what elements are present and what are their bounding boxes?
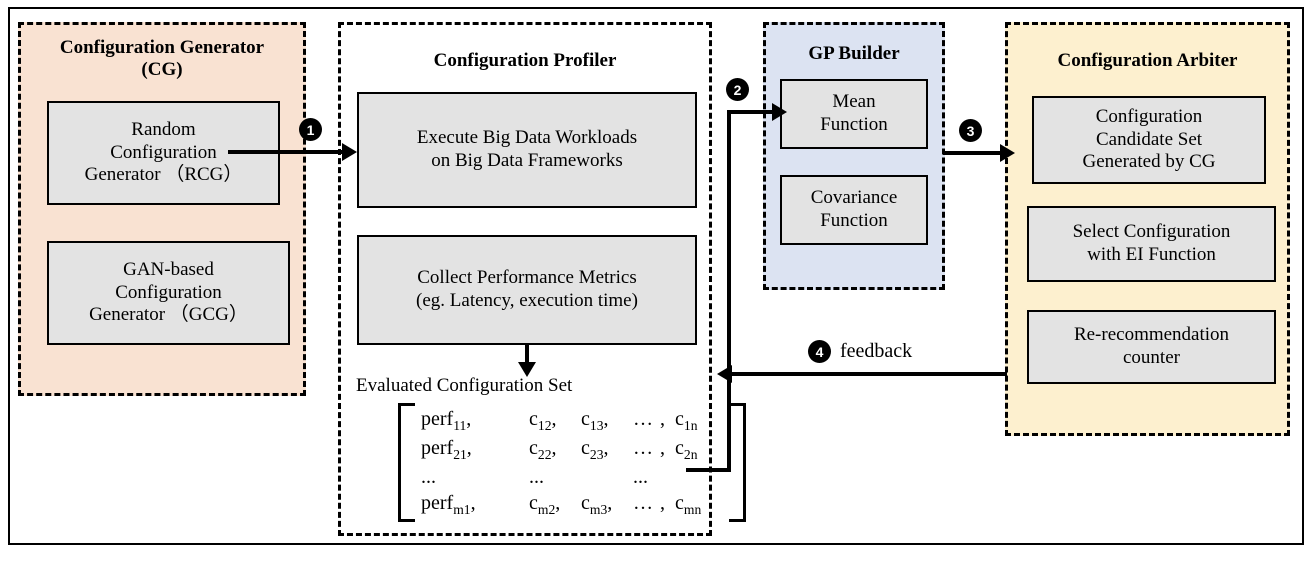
box-line1: Collect Performance Metrics xyxy=(417,267,637,289)
box-line2: counter xyxy=(1123,347,1180,368)
outer-frame xyxy=(8,7,1304,545)
step-badge-4: 4 xyxy=(808,340,831,363)
box-line3: Generator （RCG） xyxy=(84,164,243,186)
panel-title-configuration-generator: Configuration Generator (CG) xyxy=(21,37,303,81)
connector-4-arrowhead xyxy=(717,365,732,383)
box-re-recommendation-counter[interactable]: Re-recommendation counter xyxy=(1027,310,1276,384)
step-badge-3: 3 xyxy=(959,119,982,142)
matrix-row: perf21,c22,c23,… ,c2n xyxy=(421,436,698,462)
connector-4-line xyxy=(731,372,1007,376)
box-configuration-candidate-set[interactable]: Configuration Candidate Set Generated by… xyxy=(1032,96,1266,184)
connector-3-line xyxy=(943,151,1003,155)
box-line2: Configuration xyxy=(110,141,217,163)
box-line2: Candidate Set xyxy=(1095,128,1203,150)
box-line1: Random xyxy=(131,118,196,140)
box-line1: Mean xyxy=(832,91,876,113)
box-gan-based-configuration-generator[interactable]: GAN-based Configuration Generator （GCG） xyxy=(47,241,290,345)
box-line3: Generated by CG xyxy=(1082,151,1216,173)
matrix-row: ......... xyxy=(421,465,648,488)
box-mean-function[interactable]: Mean Function xyxy=(780,79,928,149)
connector-metrics-to-set xyxy=(525,345,529,365)
panel-title-line1: Configuration Generator xyxy=(59,37,265,58)
box-line1: Select Configuration xyxy=(1072,221,1231,243)
box-execute-big-data-workloads[interactable]: Execute Big Data Workloads on Big Data F… xyxy=(357,92,697,208)
connector-2-vertical xyxy=(727,110,731,470)
box-line1: GAN-based xyxy=(123,258,214,280)
panel-title-line1: GP Builder xyxy=(808,43,900,64)
connector-2-stub-from-matrix xyxy=(686,468,731,472)
connector-2-arrowhead xyxy=(772,103,787,121)
evaluated-configuration-matrix: perf11,c12,c13,… ,c1n perf21,c22,c23,… ,… xyxy=(398,403,746,523)
matrix-bracket-left xyxy=(398,403,415,523)
box-line1: Covariance xyxy=(810,187,898,209)
box-line2: Function xyxy=(820,114,888,135)
arrowhead-metrics-to-set xyxy=(518,362,536,377)
panel-title-configuration-arbiter: Configuration Arbiter xyxy=(1008,50,1287,72)
box-select-configuration-with-ei-function[interactable]: Select Configuration with EI Function xyxy=(1027,206,1276,282)
feedback-label: feedback xyxy=(840,340,913,362)
box-line2: with EI Function xyxy=(1087,244,1216,265)
step-badge-2: 2 xyxy=(726,78,749,101)
panel-title-line2: (CG) xyxy=(141,58,183,80)
box-line2: on Big Data Frameworks xyxy=(431,150,623,171)
panel-title-line1: Configuration Profiler xyxy=(433,50,617,71)
box-covariance-function[interactable]: Covariance Function xyxy=(780,175,928,245)
panel-title-line1: Configuration Arbiter xyxy=(1057,50,1238,71)
connector-1-line xyxy=(228,150,343,154)
connector-2-horizontal xyxy=(727,110,777,114)
connector-3-arrowhead xyxy=(1000,144,1015,162)
step-badge-1: 1 xyxy=(299,118,322,141)
panel-title-configuration-profiler: Configuration Profiler xyxy=(341,50,709,72)
box-line1: Execute Big Data Workloads xyxy=(416,127,638,149)
box-line2: Function xyxy=(820,210,888,231)
connector-1-arrowhead xyxy=(342,143,357,161)
box-line2: Configuration xyxy=(115,281,222,303)
matrix-row: perfm1,cm2,cm3,… ,cmn xyxy=(421,492,702,518)
box-line1: Configuration xyxy=(1095,105,1203,127)
matrix-bracket-right xyxy=(729,403,746,523)
box-line3: Generator （GCG） xyxy=(89,304,248,326)
box-line2: (eg. Latency, execution time) xyxy=(416,290,638,311)
matrix-rows: perf11,c12,c13,… ,c1n perf21,c22,c23,… ,… xyxy=(415,403,729,522)
panel-gp-builder: GP Builder xyxy=(763,22,945,290)
panel-title-gp-builder: GP Builder xyxy=(766,43,942,65)
matrix-row: perf11,c12,c13,… ,c1n xyxy=(421,408,698,433)
evaluated-configuration-set-label: Evaluated Configuration Set xyxy=(356,375,573,396)
box-collect-performance-metrics[interactable]: Collect Performance Metrics (eg. Latency… xyxy=(357,235,697,345)
box-line1: Re-recommendation xyxy=(1073,324,1230,346)
